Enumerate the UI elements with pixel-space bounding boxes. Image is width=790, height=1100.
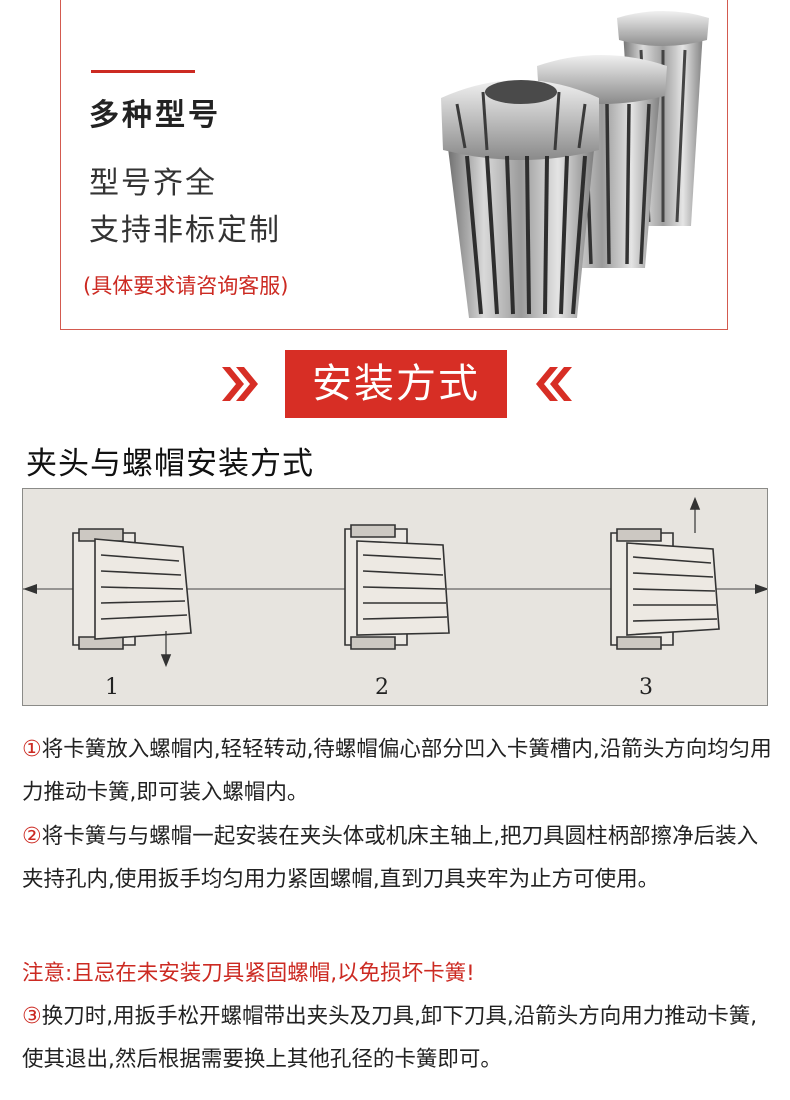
left-arrow-icon <box>23 584 37 594</box>
step-1-text: 将卡簧放入螺帽内,轻轻转动,待螺帽偏心部分凹入卡簧槽内,沿箭头方向均匀用力推动卡… <box>22 737 772 805</box>
collet-product-image <box>441 11 709 318</box>
warning-text: 注意:且忌在未安装刀具紧固螺帽,以免损坏卡簧! <box>22 961 475 986</box>
step-3: ③换刀时,用扳手松开螺帽带出夹头及刀具,卸下刀具,沿箭头方向用力推动卡簧,使其退… <box>22 995 772 1081</box>
figure-label-1: 1 <box>105 675 119 700</box>
step-2: ②将卡簧与与螺帽一起安装在夹头体或机床主轴上,把刀具圆柱柄部擦净后装入夹持孔内,… <box>22 815 772 901</box>
section-subtitle: 夹头与螺帽安装方式 <box>26 446 314 482</box>
feature-card: 多种型号 型号齐全 支持非标定制 (具体要求请咨询客服) <box>60 0 728 330</box>
diagram-figure-2 <box>344 524 450 650</box>
step-2-text: 将卡簧与与螺帽一起安装在夹头体或机床主轴上,把刀具圆柱柄部擦净后装入夹持孔内,使… <box>22 824 759 892</box>
section-title: 安装方式 <box>285 350 507 418</box>
accent-line <box>91 70 195 73</box>
step-3-marker: ③ <box>22 1004 42 1029</box>
step-1: ①将卡簧放入螺帽内,轻轻转动,待螺帽偏心部分凹入卡簧槽内,沿箭头方向均匀用力推动… <box>22 728 772 814</box>
feature-line-2: 支持非标定制 <box>89 213 281 248</box>
installation-diagram: 1 2 3 <box>22 488 768 706</box>
section-banner: 安装方式 <box>0 350 790 420</box>
double-chevron-right-icon <box>222 367 258 401</box>
figure-label-2: 2 <box>375 675 389 700</box>
step-3-text: 换刀时,用扳手松开螺帽带出夹头及刀具,卸下刀具,沿箭头方向用力推动卡簧,使其退出… <box>22 1004 758 1072</box>
double-chevron-left-icon <box>536 367 572 401</box>
step-2-marker: ② <box>22 824 42 849</box>
step-1-marker: ① <box>22 737 42 762</box>
right-arrow-icon <box>755 584 767 594</box>
feature-line-1: 型号齐全 <box>89 166 217 201</box>
feature-note: (具体要求请咨询客服) <box>83 274 289 298</box>
diagram-figure-1 <box>72 528 192 668</box>
figure-label-3: 3 <box>639 675 653 700</box>
diagram-figure-3 <box>610 496 720 650</box>
feature-heading: 多种型号 <box>89 98 221 133</box>
